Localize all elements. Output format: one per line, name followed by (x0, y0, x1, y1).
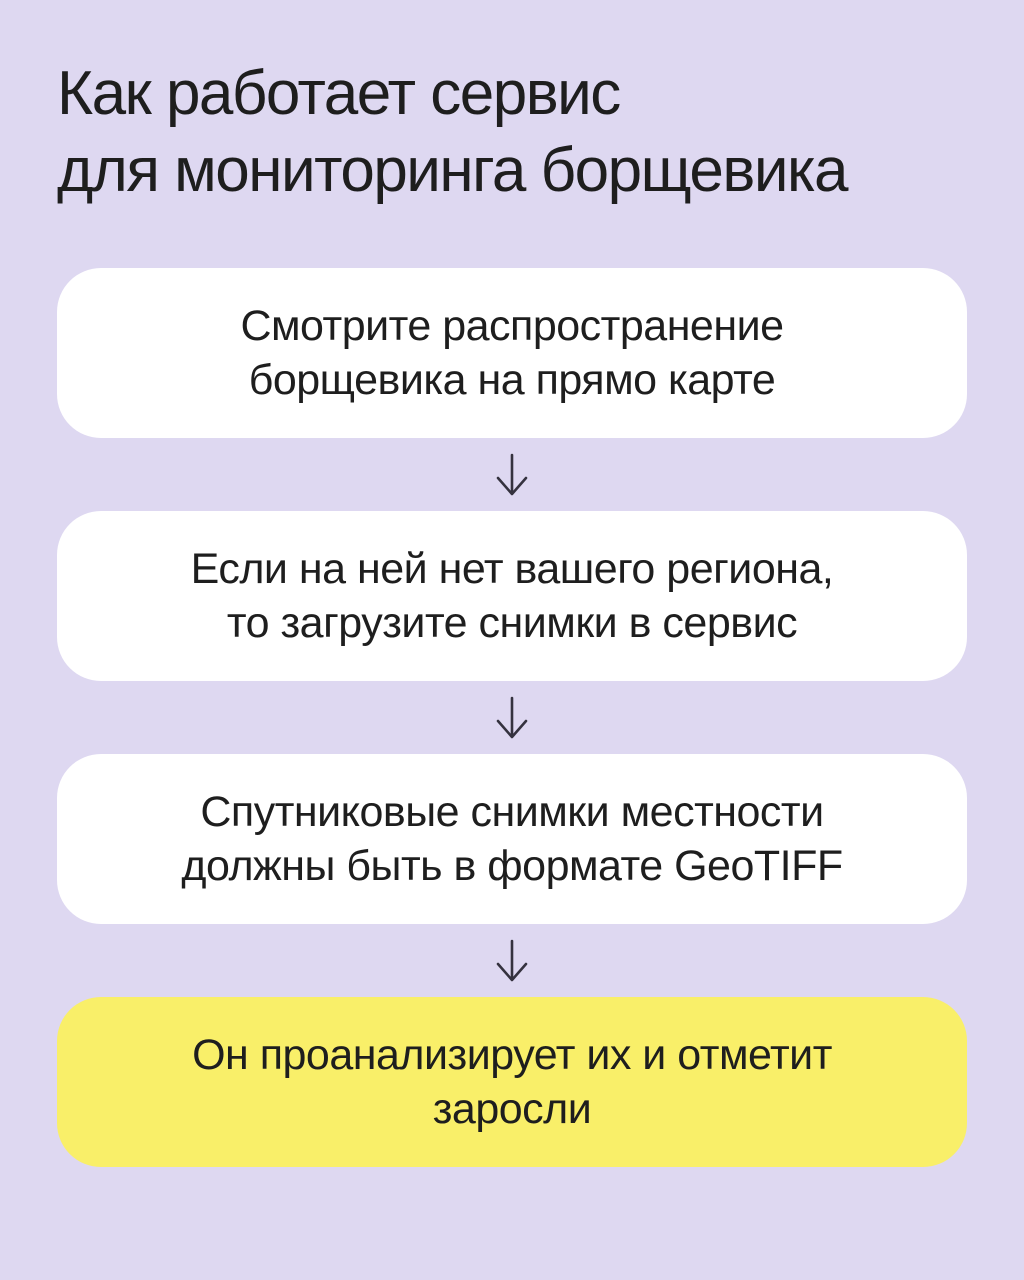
step-text-line: должны быть в формате GeoTIFF (181, 842, 843, 890)
title-line-2: для мониторинга борщевика (57, 136, 848, 205)
step-text-line: Если на ней нет вашего региона, (190, 545, 834, 593)
step-card-geotiff-format: Спутниковые снимки местности должны быть… (57, 754, 967, 924)
step-text-line: Он проанализирует их и отметит (192, 1031, 832, 1079)
page-title: Как работает сервис для мониторинга борщ… (57, 55, 967, 209)
title-line-1: Как работает сервис (57, 59, 621, 128)
arrow-down-icon (57, 438, 967, 511)
step-card-view-map: Смотрите распространение борщевика на пр… (57, 268, 967, 438)
step-text-line: Спутниковые снимки местности (200, 788, 824, 836)
step-text-line: то загрузите снимки в сервис (226, 599, 798, 647)
step-card-upload-images: Если на ней нет вашего региона, то загру… (57, 511, 967, 681)
arrow-down-icon (57, 681, 967, 754)
step-text-line: заросли (432, 1085, 592, 1133)
flowchart: Смотрите распространение борщевика на пр… (57, 268, 967, 1167)
step-text-line: Смотрите распространение (240, 302, 784, 350)
step-card-analysis-result: Он проанализирует их и отметит заросли (57, 997, 967, 1167)
arrow-down-icon (57, 924, 967, 997)
step-text-line: борщевика на прямо карте (248, 356, 776, 404)
